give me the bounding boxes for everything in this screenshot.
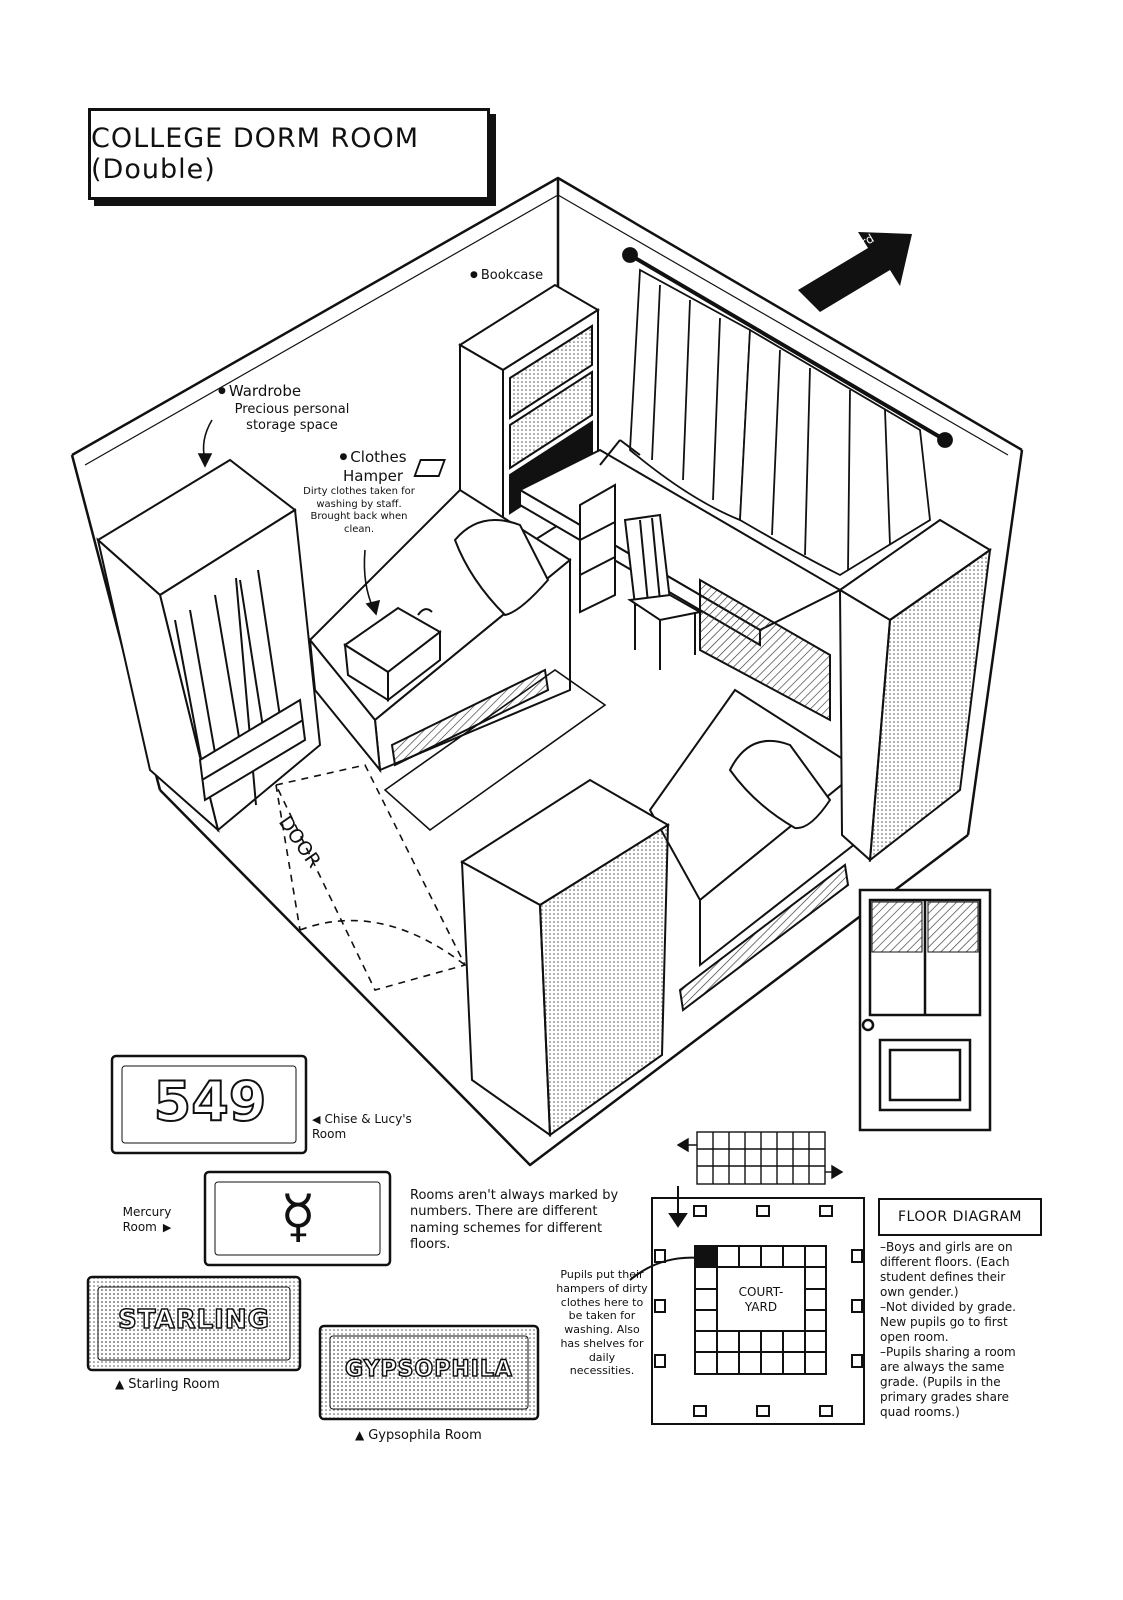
floor-diagram-center: COURT- YARD [738,1285,784,1314]
plate-gypsophila-text: GYPSOPHILA [344,1356,513,1382]
pupils-note: Pupils put their hampers of dirty clothe… [556,1268,648,1378]
rug [383,669,607,832]
hamper-label: Clothes Hamper [333,448,413,486]
plate-gypsophila [318,1324,540,1421]
floor-note-1: –Boys and girls are on different floors.… [880,1240,1013,1299]
hamper-desc: Dirty clothes taken for washing by staff… [303,486,415,535]
floor-diagram-title: FLOOR DIAGRAM [878,1198,1042,1236]
room-walls [70,176,1024,1167]
wardrobe [96,458,322,833]
naming-note: Rooms aren't always marked by numbers. T… [410,1188,619,1252]
desk-chair [623,513,703,670]
floor-diagram [629,1186,865,1425]
plate-549-caption: Chise & Lucy's Room [312,1112,422,1142]
wardrobe-desc: Precious personal storage space [234,402,350,434]
wardrobe-label: Wardrobe [218,382,301,401]
plate-549 [110,1054,308,1155]
plate-mercury-caption: Mercury Room [102,1205,192,1235]
door-elevation [858,888,992,1132]
plate-starling-text: STARLING [117,1304,270,1335]
curtains [622,247,953,577]
floor-note-2: –Not divided by grade. New pupils go to … [880,1300,1016,1344]
wardrobe-right [838,518,992,863]
plate-gypsophila-caption: Gypsophila Room [355,1428,482,1444]
page-title-box: COLLEGE DORM ROOM (Double) [88,108,490,200]
floor-diagram-notes: –Boys and girls are on different floors.… [880,1240,1030,1420]
floor-note-3: –Pupils sharing a room are always the sa… [880,1345,1016,1419]
front-cabinet [460,778,670,1137]
hall-grid [676,1131,844,1185]
plate-starling [86,1275,302,1372]
page-title: COLLEGE DORM ROOM (Double) [91,123,420,185]
leader-lines [197,419,381,616]
plate-mercury [203,1170,392,1267]
plate-549-text: 549 [153,1069,268,1134]
bed-right [648,688,862,1012]
clothes-hamper [343,606,442,703]
plate-starling-caption: Starling Room [115,1377,220,1393]
bookcase-label: Bookcase [470,268,543,284]
door-outline [274,764,467,991]
plate-mercury-symbol: ☿ [280,1182,316,1250]
courtyard-arrow [798,232,912,312]
